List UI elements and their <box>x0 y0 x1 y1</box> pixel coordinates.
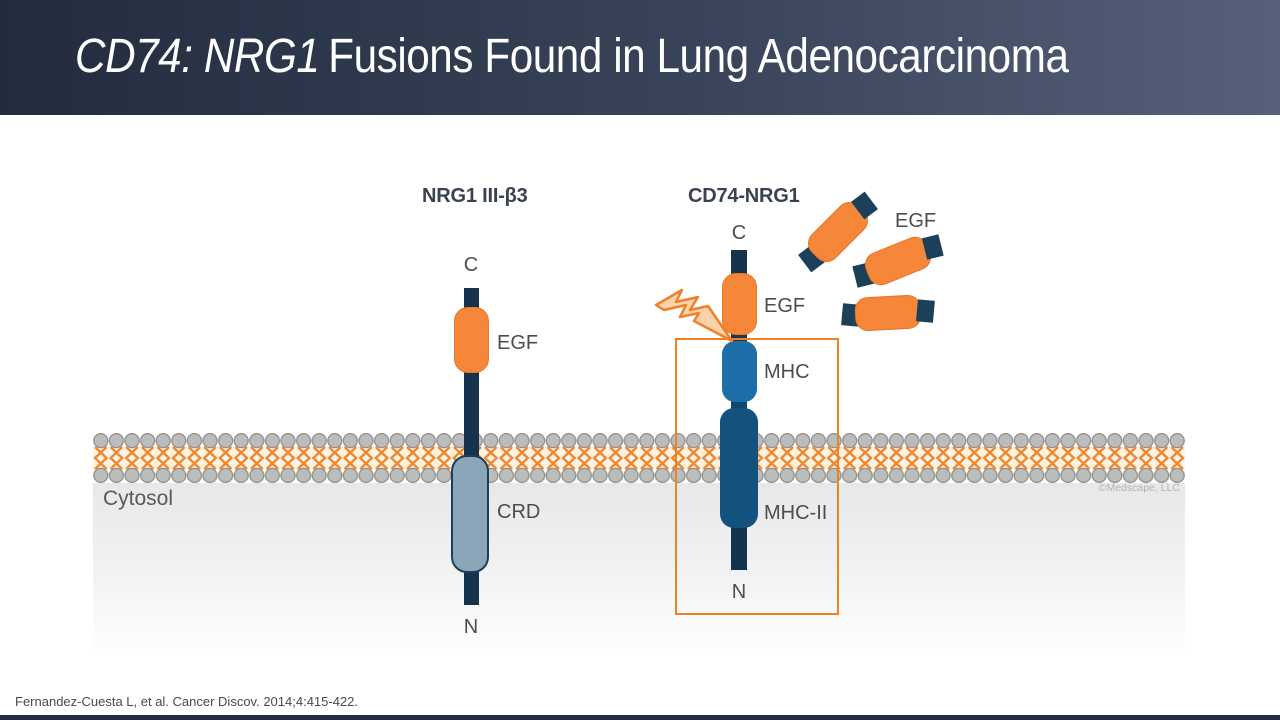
bottom-bar <box>0 715 1280 720</box>
nrg1-crd-domain <box>451 455 489 573</box>
cd74-mhc-domain <box>722 341 757 402</box>
page-title-rest: Fusions Found in Lung Adenocarcinoma <box>328 30 1069 83</box>
free-egf-label: EGF <box>895 210 937 232</box>
cd74-egf-label: EGF <box>764 295 806 317</box>
nrg1-protein-name: NRG1 III-β3 <box>422 185 528 207</box>
cd74-stalk-bottom <box>731 524 747 570</box>
cytosol-region <box>93 483 1185 658</box>
nrg1-egf-domain <box>454 307 489 373</box>
nrg1-crd-label: CRD <box>497 501 541 523</box>
cd74-mhc2-domain <box>720 408 758 528</box>
free-egf-ligand <box>841 293 935 334</box>
nrg1-c-terminus-label: C <box>463 254 479 276</box>
cd74-nrg1-protein-name: CD74-NRG1 <box>688 185 800 207</box>
nrg1-n-terminus-label: N <box>463 616 479 638</box>
free-egf-ligand <box>849 227 948 295</box>
cd74-mhc-label: MHC <box>764 361 810 383</box>
cd74-fusion-highlight-box <box>675 338 839 615</box>
cd74-c-terminus-label: C <box>731 222 747 244</box>
cytosol-label: Cytosol <box>103 487 174 510</box>
citation: Fernandez-Cuesta L, et al. Cancer Discov… <box>15 694 359 709</box>
lipid-bilayer <box>93 433 1185 483</box>
cd74-mhc2-label: MHC-II <box>764 502 828 524</box>
lightning-bolt-icon <box>654 288 734 343</box>
ligand-body <box>854 294 922 332</box>
ligand-end-cap <box>916 299 935 323</box>
page-title-gene: CD74: NRG1 <box>75 30 320 83</box>
cd74-stalk-top <box>731 250 747 280</box>
membrane-pattern <box>93 433 1185 483</box>
cd74-n-terminus-label: N <box>731 581 747 603</box>
cd74-egf-domain <box>722 273 757 335</box>
medscape-watermark: ©Medscape, LLC <box>1098 482 1180 494</box>
nrg1-egf-label: EGF <box>497 332 539 354</box>
